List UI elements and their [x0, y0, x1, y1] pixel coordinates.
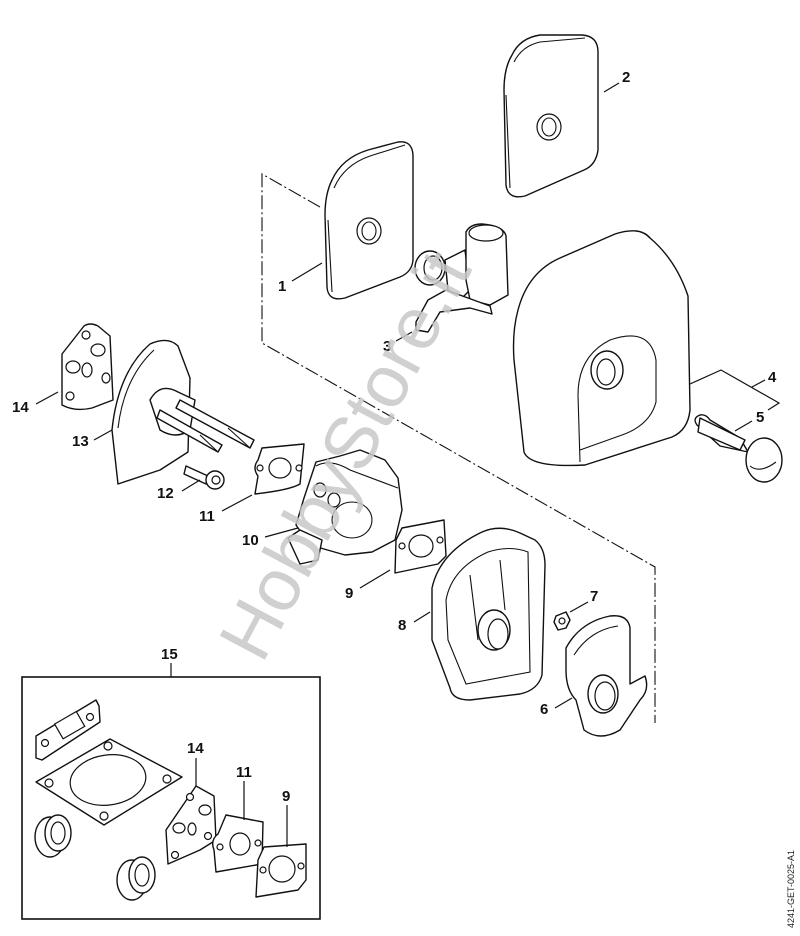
- part-10-carburetor[interactable]: [287, 449, 403, 565]
- part-8-filter-base[interactable]: [431, 527, 546, 701]
- callout-11: 11: [199, 494, 253, 525]
- part-11-gasket[interactable]: [254, 443, 305, 495]
- callout-label-11: 11: [199, 508, 215, 525]
- callout-3: 3: [383, 331, 413, 355]
- kit-cylinder-gasket: [35, 738, 183, 826]
- callout-4-5-bracket: 4: [689, 369, 781, 411]
- callout-label-4: 4: [768, 369, 777, 386]
- callout-label-12: 12: [157, 485, 174, 502]
- kit-gasket-11: 11: [211, 764, 264, 873]
- callout-label-3: 3: [383, 338, 391, 355]
- part-2-filter-pad[interactable]: [503, 34, 599, 198]
- callout-1: 1: [278, 262, 323, 295]
- callout-10: 10: [242, 527, 299, 549]
- callout-label-13: 13: [72, 433, 89, 450]
- part-12-screw[interactable]: [183, 465, 225, 490]
- part-14-gasket[interactable]: [61, 323, 114, 411]
- part-9-gasket[interactable]: [394, 519, 447, 574]
- callout-6: 6: [540, 697, 573, 718]
- part-3-fitting[interactable]: [414, 223, 509, 333]
- callout-label-10: 10: [242, 532, 259, 549]
- part-4-filter-cover[interactable]: [512, 230, 691, 467]
- kit-exhaust-gasket: [35, 699, 101, 761]
- kit-gasket-14: 14: [165, 740, 217, 865]
- kit-shaft-seal-1: [34, 814, 72, 858]
- callout-label-8: 8: [398, 617, 406, 634]
- callout-label-1: 1: [278, 278, 286, 295]
- part-13-intake-flange[interactable]: [111, 339, 255, 485]
- kit-gasket-9: 9: [255, 788, 307, 898]
- callout-label-15: 15: [161, 646, 178, 663]
- callout-2: 2: [603, 69, 630, 93]
- callout-label-5: 5: [756, 409, 764, 426]
- callout-label-9: 9: [345, 585, 353, 602]
- kit-callout-label-14: 14: [187, 740, 204, 757]
- callout-13: 13: [72, 429, 113, 450]
- part-5-knob[interactable]: [694, 414, 783, 483]
- part-15-gasket-kit[interactable]: 15: [21, 646, 321, 920]
- kit-shaft-seal-2: [116, 856, 156, 901]
- part-1-filter-pad[interactable]: [324, 141, 414, 300]
- drawing-code: 4241-GET-0025-A1: [786, 850, 796, 928]
- callout-7: 7: [569, 588, 598, 613]
- callout-label-6: 6: [540, 701, 548, 718]
- callout-14: 14: [12, 391, 59, 416]
- callout-5: 5: [734, 409, 764, 432]
- callout-8: 8: [398, 611, 431, 634]
- callout-label-2: 2: [622, 69, 630, 86]
- callout-9: 9: [345, 569, 391, 602]
- callout-12: 12: [157, 479, 201, 502]
- callout-label-14: 14: [12, 399, 29, 416]
- kit-callout-label-11: 11: [236, 764, 252, 781]
- kit-callout-label-9: 9: [282, 788, 290, 805]
- callout-label-7: 7: [590, 588, 598, 605]
- assembly-dash-lines: [261, 173, 656, 723]
- part-6-baffle[interactable]: [565, 615, 648, 737]
- part-7-nut[interactable]: [553, 611, 571, 631]
